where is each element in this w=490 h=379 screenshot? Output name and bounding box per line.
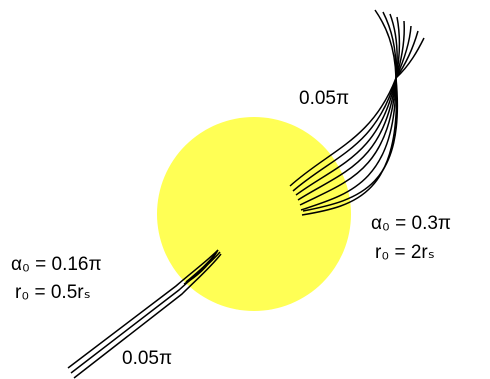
label-right-alpha: α₀ = 0.3π [371,213,451,234]
ray [183,249,219,285]
ray [301,30,419,216]
ray [73,253,222,379]
sun-disk [157,117,351,311]
ray [292,11,397,192]
ray [302,37,425,212]
ray [297,16,401,201]
ray [67,249,219,369]
ray [299,20,405,206]
label-right-r: r₀ = 2rₛ [375,242,435,263]
label-upper-spread: 0.05π [299,88,349,109]
label-left-alpha: α₀ = 0.16π [11,254,102,275]
ray [289,9,397,187]
ray [300,25,412,211]
ray [295,13,398,196]
ray-bundle-upper [289,9,425,216]
ray-bundle-lower [67,249,222,379]
label-lower-spread: 0.05π [122,348,172,369]
label-left-r: r₀ = 0.5rₛ [15,282,91,303]
